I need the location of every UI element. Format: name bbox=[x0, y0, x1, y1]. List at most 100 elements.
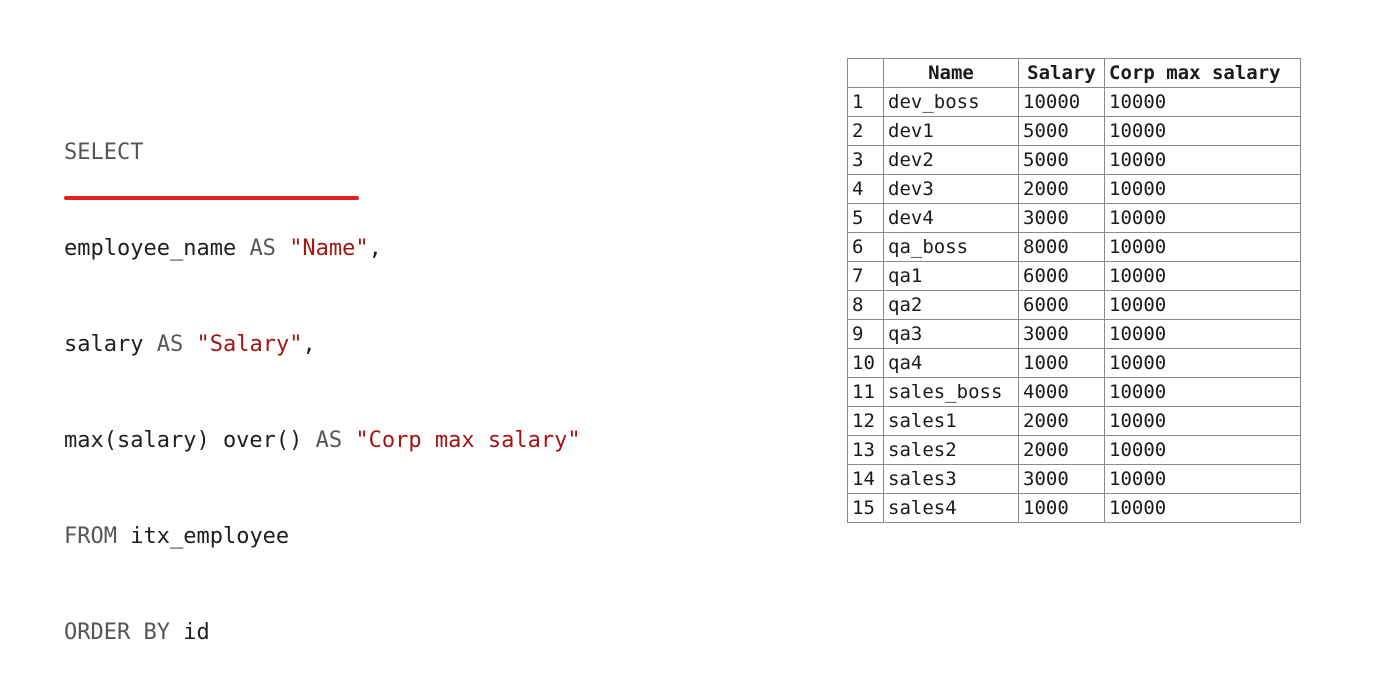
sql-column-employee-name: employee_name bbox=[64, 236, 237, 261]
row-number-cell: 10 bbox=[847, 348, 884, 378]
header-salary: Salary bbox=[1018, 58, 1105, 88]
sql-line-select: SELECT bbox=[64, 137, 581, 169]
salary-cell: 10000 bbox=[1018, 87, 1105, 117]
salary-cell: 1000 bbox=[1018, 348, 1105, 378]
name-cell: sales1 bbox=[883, 406, 1019, 436]
salary-cell: 2000 bbox=[1018, 435, 1105, 465]
highlight-underline bbox=[64, 196, 359, 200]
row-number-cell: 6 bbox=[847, 232, 884, 262]
salary-cell: 3000 bbox=[1018, 319, 1105, 349]
row-number-cell: 5 bbox=[847, 203, 884, 233]
salary-cell: 2000 bbox=[1018, 406, 1105, 436]
corp-max-salary-cell: 10000 bbox=[1104, 319, 1301, 349]
salary-cell: 4000 bbox=[1018, 377, 1105, 407]
sql-keyword-select: SELECT bbox=[64, 140, 144, 165]
sql-table-name: itx_employee bbox=[130, 524, 290, 549]
corp-max-salary-cell: 10000 bbox=[1104, 145, 1301, 175]
sql-line-salary: salary AS "Salary", bbox=[64, 329, 581, 361]
sql-alias-corp-max-salary: "Corp max salary" bbox=[355, 428, 581, 453]
row-number-cell: 2 bbox=[847, 116, 884, 146]
row-number-cell: 4 bbox=[847, 174, 884, 204]
name-cell: sales2 bbox=[883, 435, 1019, 465]
sql-keyword-as: AS bbox=[315, 428, 343, 453]
row-number-cell: 7 bbox=[847, 261, 884, 291]
name-cell: qa_boss bbox=[883, 232, 1019, 262]
sql-keyword-order-by: ORDER BY bbox=[64, 620, 170, 645]
result-table-header: Name Salary Corp max salary bbox=[847, 58, 1301, 88]
corp-max-salary-cell: 10000 bbox=[1104, 290, 1301, 320]
sql-keyword-as: AS bbox=[249, 236, 276, 261]
corp-max-salary-cell: 10000 bbox=[1104, 435, 1301, 465]
header-row: Name Salary Corp max salary bbox=[847, 58, 1301, 88]
header-name: Name bbox=[883, 58, 1019, 88]
salary-cell: 3000 bbox=[1018, 464, 1105, 494]
corp-max-salary-cell: 10000 bbox=[1104, 203, 1301, 233]
salary-cell: 5000 bbox=[1018, 116, 1105, 146]
name-cell: dev4 bbox=[883, 203, 1019, 233]
row-number-cell: 13 bbox=[847, 435, 884, 465]
corp-max-salary-cell: 10000 bbox=[1104, 493, 1301, 523]
row-number-cell: 12 bbox=[847, 406, 884, 436]
sql-alias-salary: "Salary" bbox=[196, 332, 303, 357]
row-number-cell: 9 bbox=[847, 319, 884, 349]
row-number-cell: 8 bbox=[847, 290, 884, 320]
sql-column-salary: salary bbox=[64, 332, 144, 357]
corp-max-salary-cell: 10000 bbox=[1104, 261, 1301, 291]
corp-max-salary-cell: 10000 bbox=[1104, 87, 1301, 117]
salary-cell: 5000 bbox=[1018, 145, 1105, 175]
name-cell: dev_boss bbox=[883, 87, 1019, 117]
sql-comma: , bbox=[368, 236, 382, 261]
row-number-cell: 15 bbox=[847, 493, 884, 523]
sql-window-function: max(salary) over() bbox=[64, 428, 303, 453]
corp-max-salary-cell: 10000 bbox=[1104, 464, 1301, 494]
salary-cell: 2000 bbox=[1018, 174, 1105, 204]
header-row-number bbox=[847, 58, 884, 88]
corp-max-salary-cell: 10000 bbox=[1104, 406, 1301, 436]
salary-cell: 6000 bbox=[1018, 261, 1105, 291]
name-cell: sales4 bbox=[883, 493, 1019, 523]
salary-cell: 6000 bbox=[1018, 290, 1105, 320]
name-cell: dev2 bbox=[883, 145, 1019, 175]
corp-max-salary-cell: 10000 bbox=[1104, 116, 1301, 146]
corp-max-salary-cell: 10000 bbox=[1104, 232, 1301, 262]
salary-cell: 1000 bbox=[1018, 493, 1105, 523]
sql-order-column: id bbox=[183, 620, 210, 645]
corp-max-salary-cell: 10000 bbox=[1104, 377, 1301, 407]
name-cell: qa3 bbox=[883, 319, 1019, 349]
name-cell: qa2 bbox=[883, 290, 1019, 320]
sql-query: SELECT employee_name AS "Name", salary A… bbox=[64, 73, 581, 681]
sql-keyword-from: FROM bbox=[64, 524, 117, 549]
row-number-cell: 1 bbox=[847, 87, 884, 117]
name-cell: qa1 bbox=[883, 261, 1019, 291]
name-cell: dev1 bbox=[883, 116, 1019, 146]
sql-line-window-max: max(salary) over() AS "Corp max salary" bbox=[64, 425, 581, 457]
sql-comma: , bbox=[302, 332, 316, 357]
corp-max-salary-cell: 10000 bbox=[1104, 174, 1301, 204]
name-cell: qa4 bbox=[883, 348, 1019, 378]
salary-cell: 8000 bbox=[1018, 232, 1105, 262]
name-cell: dev3 bbox=[883, 174, 1019, 204]
row-number-cell: 11 bbox=[847, 377, 884, 407]
sql-line-name: employee_name AS "Name", bbox=[64, 233, 581, 265]
header-corp-max-salary: Corp max salary bbox=[1104, 58, 1301, 88]
name-cell: sales_boss bbox=[883, 377, 1019, 407]
row-number-cell: 14 bbox=[847, 464, 884, 494]
name-cell: sales3 bbox=[883, 464, 1019, 494]
row-number-cell: 3 bbox=[847, 145, 884, 175]
sql-keyword-as: AS bbox=[156, 332, 184, 357]
